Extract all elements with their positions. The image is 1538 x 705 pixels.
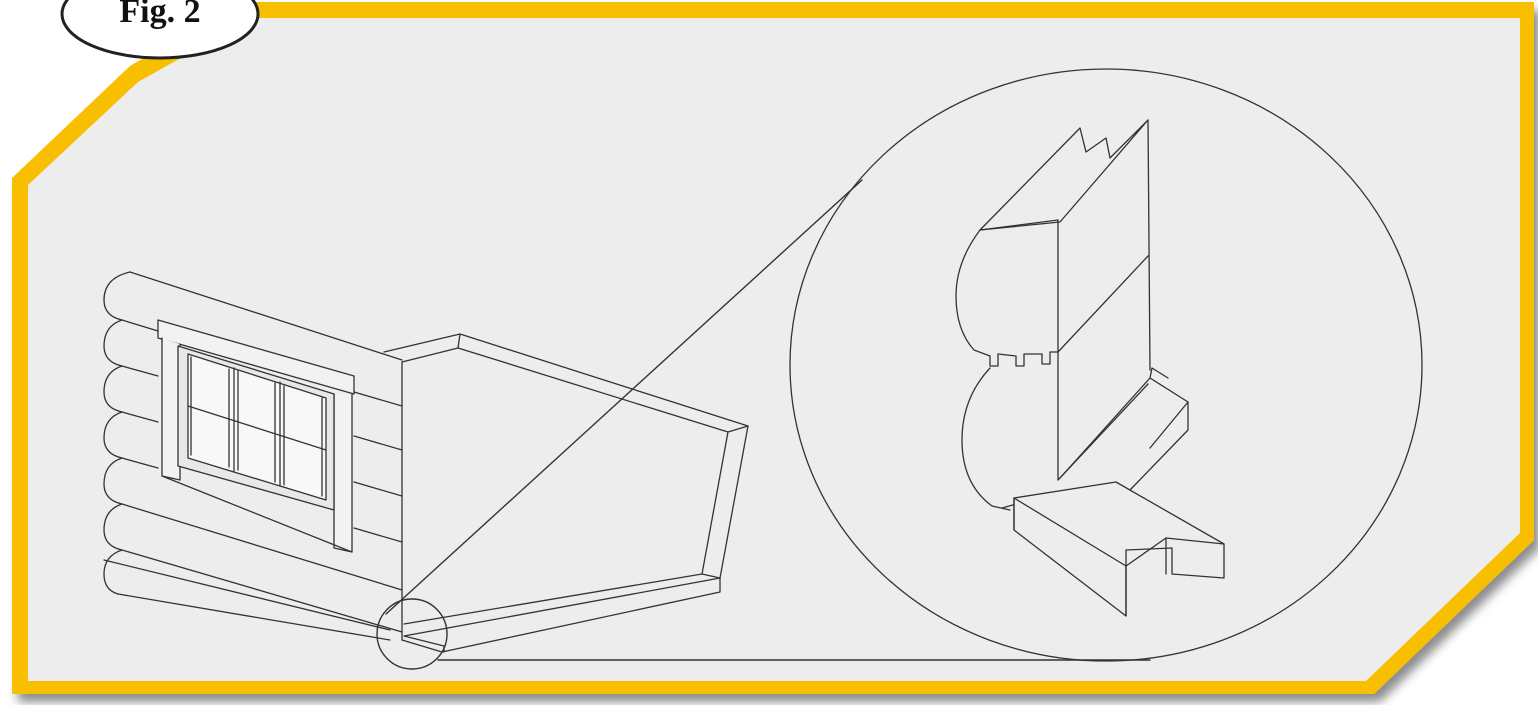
leader-line-top bbox=[385, 179, 863, 615]
log-block-right-edge bbox=[1147, 119, 1151, 371]
magnified-log-joint-detail bbox=[789, 68, 1423, 662]
wall-top-edge bbox=[129, 271, 403, 361]
figure-label-bubble: Fig. 2 bbox=[60, 0, 260, 60]
detail-circle-small bbox=[376, 598, 448, 670]
label-bubble bbox=[60, 0, 260, 60]
figure-label: Fig. 2 bbox=[119, 0, 200, 30]
detail-circle-large bbox=[789, 68, 1423, 662]
window-head-trim bbox=[157, 319, 355, 395]
detail-circle bbox=[376, 179, 1151, 670]
log-cabin-wall-with-window bbox=[103, 271, 403, 641]
